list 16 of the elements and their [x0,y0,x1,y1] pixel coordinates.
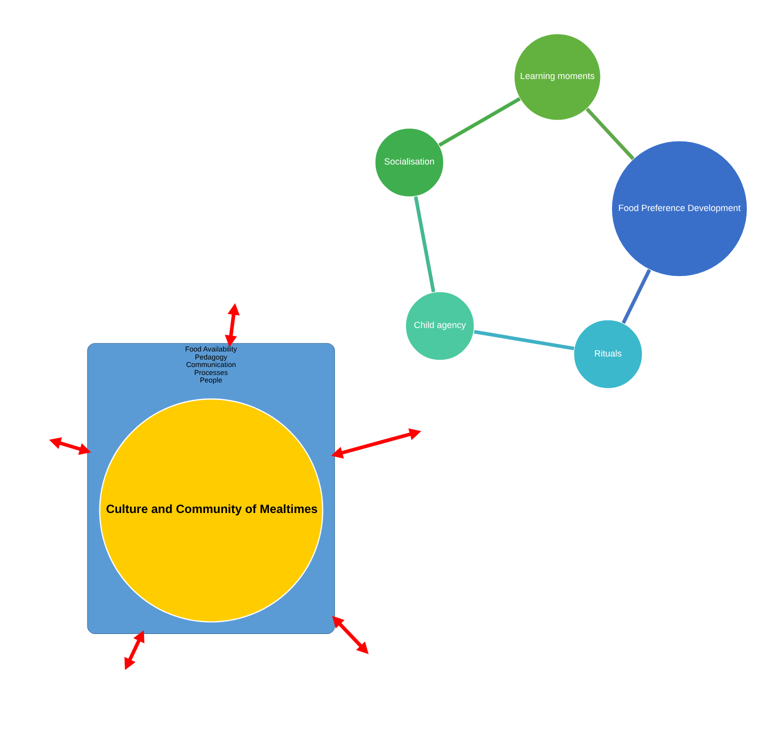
arrow [224,302,240,347]
arrow [124,630,144,670]
connector [622,268,652,324]
connector [438,96,521,146]
connector [474,329,574,350]
node-circle: Culture and Community of Mealtimes [99,398,324,622]
node-circle: Child agency [404,290,475,361]
connector [414,196,436,292]
node-circle: Learning moments [513,32,602,121]
node-circle: Rituals [572,318,644,389]
node-circle: Socialisation [374,126,444,198]
arrow [332,615,369,654]
arrow [49,436,92,454]
node-circle: Food Preference Development [610,140,748,277]
connector [586,107,635,160]
arrow [331,428,422,458]
